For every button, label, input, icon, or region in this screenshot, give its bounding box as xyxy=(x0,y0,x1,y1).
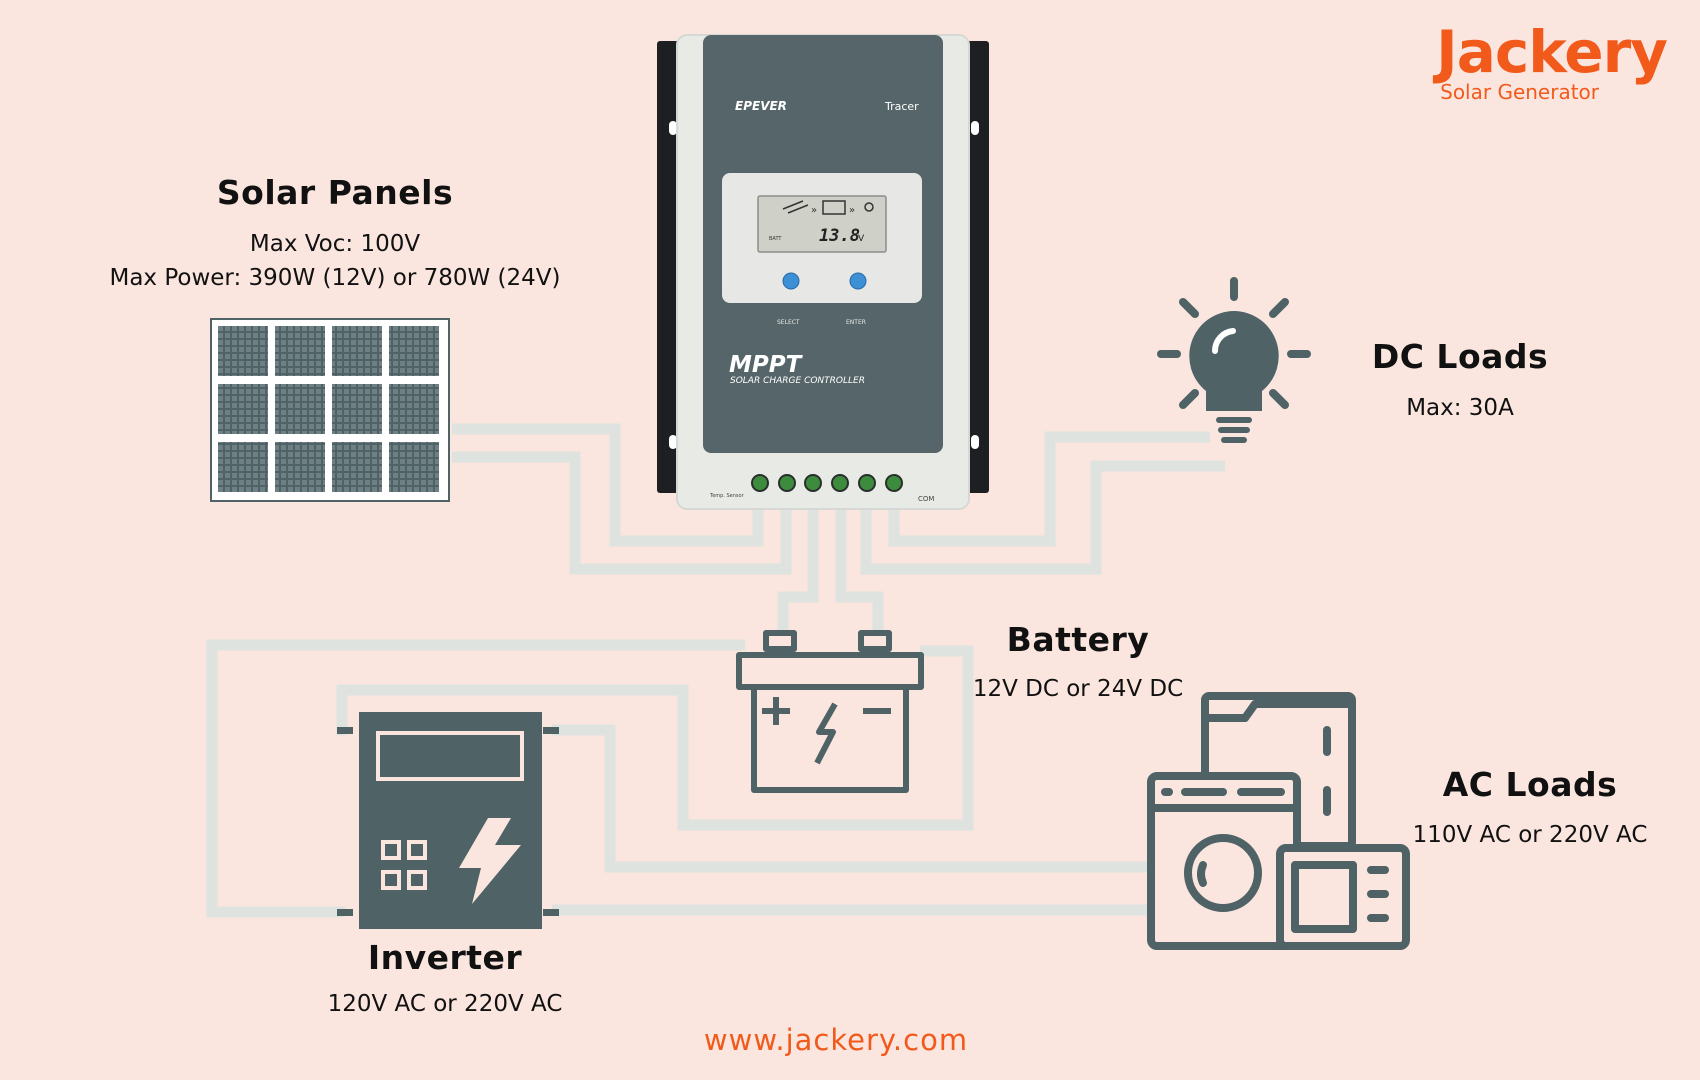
svg-text:»: » xyxy=(811,205,817,216)
battery-wire-1 xyxy=(777,508,819,633)
enter-label: ENTER xyxy=(846,319,866,326)
solar-wire-1 xyxy=(452,423,764,547)
svg-text:»: » xyxy=(849,205,855,216)
lcd-value: 13.8 xyxy=(819,226,860,246)
dc-loads-label: DC Loads Max: 30A xyxy=(1360,337,1560,425)
ac-load-wire-1 xyxy=(552,724,1150,873)
enter-button[interactable] xyxy=(849,272,867,290)
terminal-batt-minus xyxy=(831,474,849,492)
charge-controller: EPEVER Tracer » » BATT 13.8 V SELECT ENT… xyxy=(657,34,989,510)
lcd-battery-icon xyxy=(822,200,846,215)
dc-loads-title: DC Loads xyxy=(1371,337,1549,376)
controller-type: MPPT xyxy=(729,352,804,378)
battery-label: Battery 12V DC or 24V DC xyxy=(958,620,1198,706)
website-link[interactable]: www.jackery.com xyxy=(703,1023,969,1057)
terminal-block xyxy=(751,474,903,492)
select-label: SELECT xyxy=(777,319,800,326)
solar-panels-power: Max Power: 390W (12V) or 780W (24V) xyxy=(109,265,561,291)
solar-panels-title: Solar Panels xyxy=(216,173,454,212)
lcd-unit: V xyxy=(858,234,865,244)
light-bulb-icon xyxy=(1157,277,1311,443)
select-button[interactable] xyxy=(782,272,800,290)
solar-panels-label: Solar Panels Max Voc: 100V Max Power: 39… xyxy=(85,173,585,295)
battery-wire-2 xyxy=(835,508,884,633)
controller-maker: EPEVER xyxy=(735,99,787,113)
washer-outline xyxy=(1147,772,1301,950)
inverter-voltage: 120V AC or 220V AC xyxy=(327,991,563,1017)
battery-voltage: 12V DC or 24V DC xyxy=(972,676,1184,702)
dc-load-wire-1 xyxy=(888,431,1210,547)
terminal-pv-minus xyxy=(778,474,796,492)
solar-wire-2 xyxy=(452,451,792,575)
controller-model: Tracer xyxy=(884,100,919,113)
solar-panels-voc: Max Voc: 100V xyxy=(249,231,421,257)
inverter-label: Inverter 120V AC or 220V AC xyxy=(310,938,580,1021)
battery-icon xyxy=(736,630,924,793)
inverter-icon xyxy=(337,712,559,929)
terminal-batt-plus xyxy=(804,474,822,492)
inverter-battery-wire-2 xyxy=(336,645,974,831)
controller-subtitle: SOLAR CHARGE CONTROLLER xyxy=(730,376,865,386)
lcd-tag: BATT xyxy=(769,236,782,242)
lcd-screen xyxy=(757,195,887,253)
solar-panel-icon xyxy=(210,318,450,502)
ac-loads-voltage: 110V AC or 220V AC xyxy=(1412,822,1648,848)
dc-load-wire-2 xyxy=(860,460,1225,575)
inverter-battery-wire-1 xyxy=(206,639,745,918)
battery-title: Battery xyxy=(1006,620,1150,659)
ac-loads-title: AC Loads xyxy=(1442,765,1618,804)
ac-loads-label: AC Loads 110V AC or 220V AC xyxy=(1405,765,1655,852)
terminal-pv-plus xyxy=(751,474,769,492)
temp-sensor-label: Temp. Sensor xyxy=(709,493,745,499)
dc-loads-max: Max: 30A xyxy=(1406,395,1514,421)
brand-tagline: Solar Generator xyxy=(1440,80,1600,104)
brand-logo: Jackery Solar Generator xyxy=(1436,18,1668,104)
terminal-load-minus xyxy=(885,474,903,492)
terminal-load-plus xyxy=(858,474,876,492)
lcd-sun-icon xyxy=(864,202,874,212)
brand-name: Jackery xyxy=(1436,18,1668,86)
inverter-title: Inverter xyxy=(367,938,523,977)
appliances-icon xyxy=(1147,692,1410,950)
com-port-label: COM xyxy=(918,495,934,503)
lcd-solar-icon xyxy=(782,200,809,214)
